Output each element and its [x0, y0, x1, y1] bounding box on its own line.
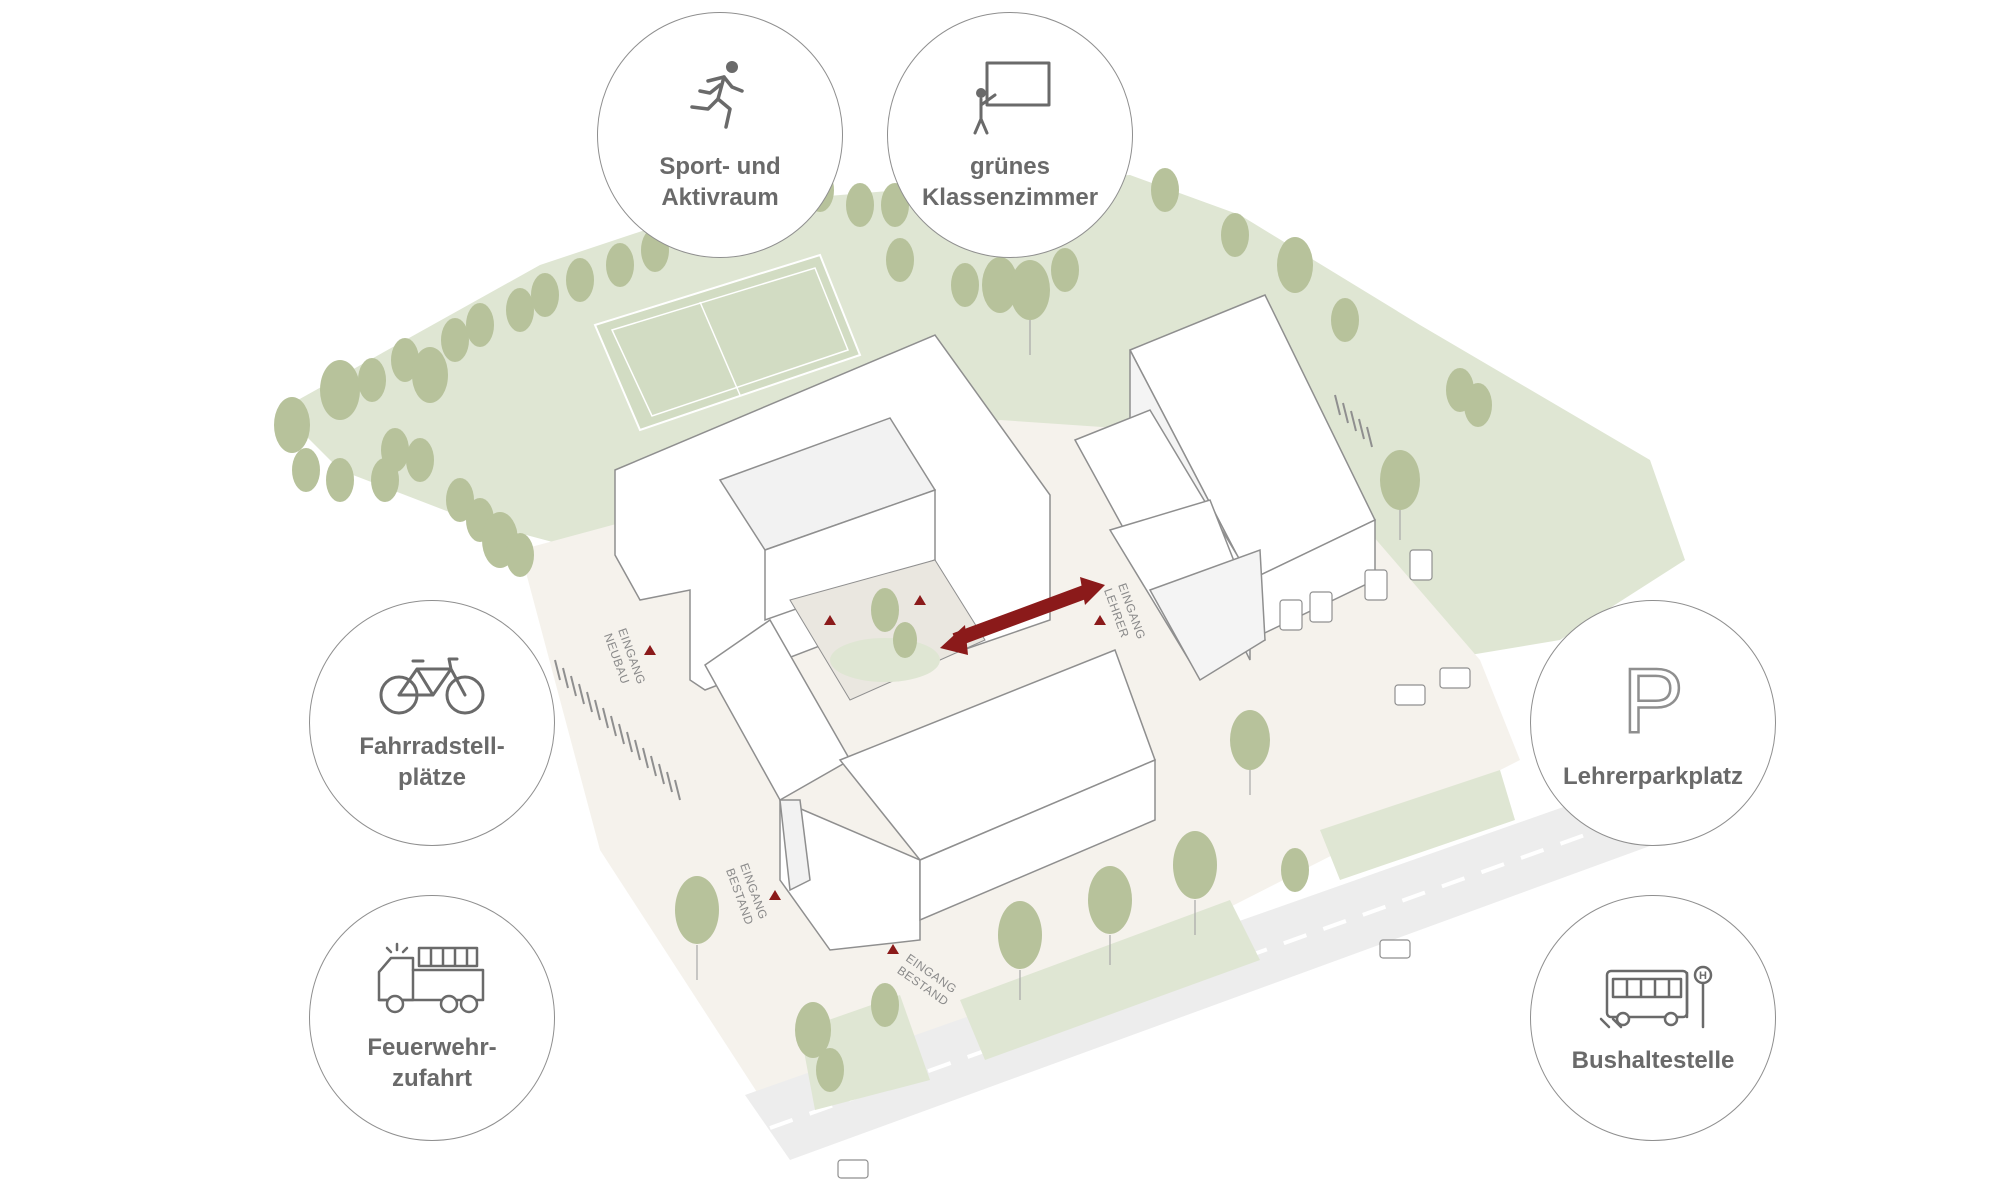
feuerwehr-label: Feuerwehr- zufahrt: [367, 1034, 497, 1092]
bus-label: Bushaltestelle: [1571, 1046, 1735, 1074]
green-strip: [1320, 770, 1515, 880]
sport-circle: Sport- und Aktivraum: [597, 12, 843, 258]
bus-stop-sign: H: [1699, 970, 1707, 982]
bus-circle: H Bushaltestelle: [1530, 895, 1776, 1141]
running-person-icon: [690, 61, 744, 129]
fahrrad-label: Fahrradstell- plätze: [359, 733, 505, 791]
bicycle-icon: [379, 657, 485, 715]
trees: [274, 168, 1492, 1092]
courtyard-green: [830, 638, 940, 682]
parking-icon: P: [1621, 649, 1685, 752]
green-strip: [960, 900, 1260, 1060]
bus-stop-icon: H: [1599, 965, 1713, 1028]
connector-arrow: [940, 577, 1105, 655]
klassenzimmer-circle: grünes Klassenzimmer: [887, 12, 1133, 258]
tree-trunks: [696, 320, 1401, 1000]
sports-field: [593, 253, 862, 432]
bike-racks: [554, 394, 1373, 801]
parked-cars: [837, 549, 1471, 1179]
entrance-markers: [644, 595, 1106, 954]
klassenzimmer-label: grünes Klassenzimmer: [921, 153, 1099, 211]
existing-building: [704, 618, 1156, 951]
fahrrad-circle: Fahrradstell- plätze: [309, 600, 555, 846]
teacher-board-icon: [973, 61, 1051, 135]
fire-truck-icon: [377, 942, 485, 1014]
sport-label: Sport- und Aktivraum: [659, 153, 781, 211]
parkplatz-label: Lehrerparkplatz: [1562, 762, 1744, 790]
parkplatz-circle: P Lehrerparkplatz: [1530, 600, 1776, 846]
feuerwehr-circle: Feuerwehr- zufahrt: [309, 895, 555, 1141]
